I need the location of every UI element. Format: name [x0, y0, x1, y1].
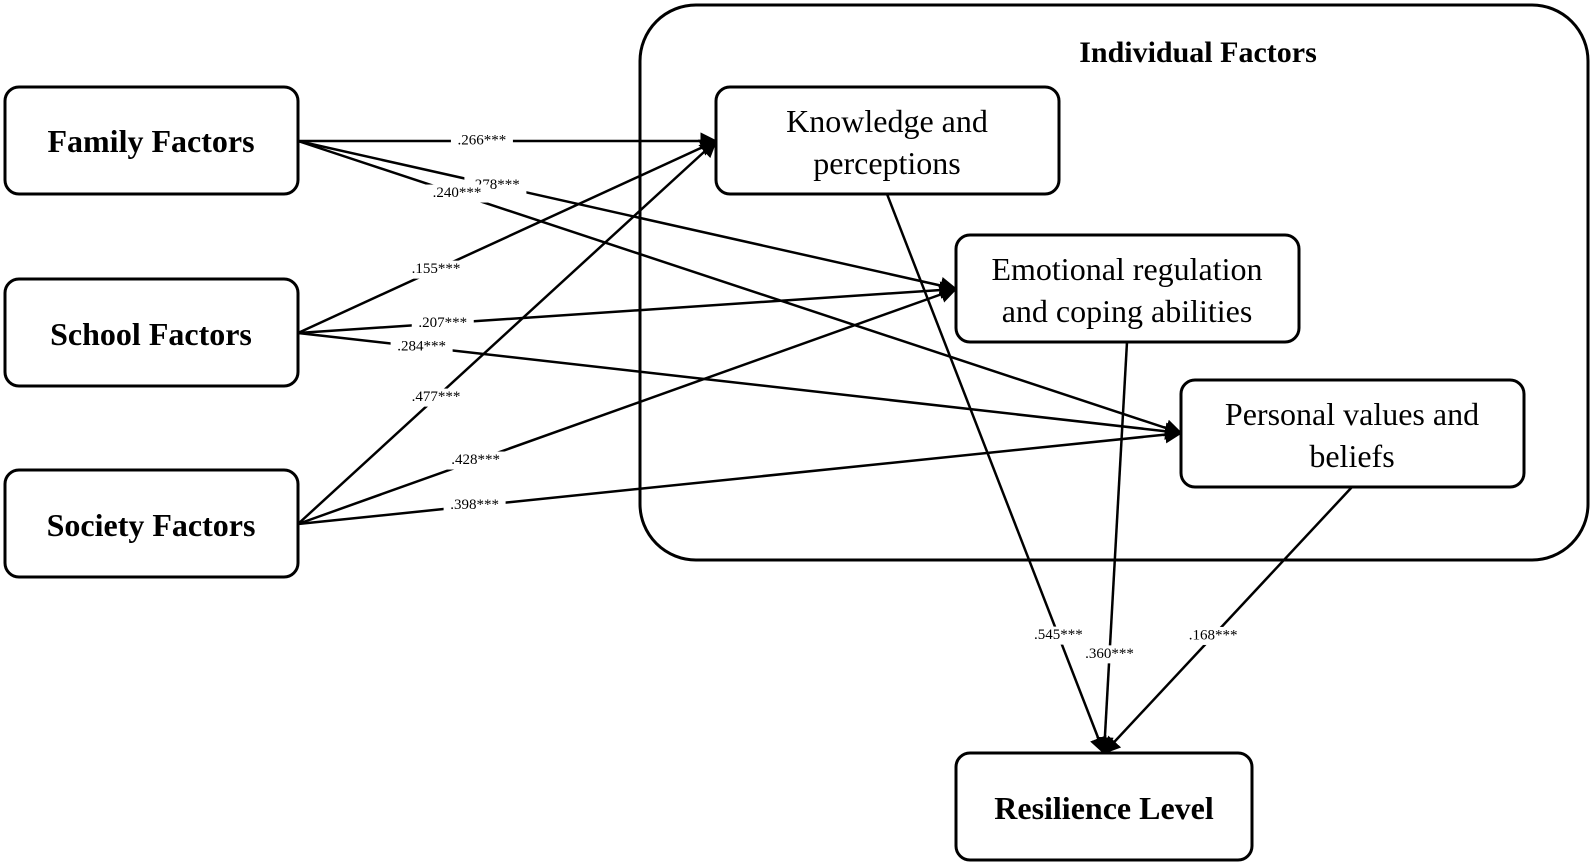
edge-label-knowledge-resilience: .545*** [1027, 626, 1090, 645]
edge-label-emotional-resilience: .360*** [1078, 645, 1141, 664]
edge-school-knowledge [297, 139, 718, 335]
node-values-label-line1: Personal values and [1225, 396, 1479, 432]
node-personal-values: Personal values and beliefs [1179, 378, 1526, 489]
edge-labels-layer: .266***.278***.240***.155***.207***.284*… [390, 132, 1245, 664]
edge-coefficient-school-knowledge: .155*** [412, 261, 461, 277]
node-family-label: Family Factors [47, 123, 254, 159]
node-resilience-label: Resilience Level [994, 790, 1214, 826]
node-values-label-line2: beliefs [1309, 438, 1394, 474]
edge-label-family-values: .240*** [425, 184, 488, 203]
node-school-label: School Factors [50, 316, 252, 352]
edge-school-emotional [297, 281, 958, 335]
edge-coefficient-society-values: .398*** [450, 497, 499, 513]
node-society-factors: Society Factors [3, 468, 300, 579]
node-emotional-label-line1: Emotional regulation [991, 251, 1262, 287]
edge-label-school-values: .284*** [390, 338, 453, 356]
node-emotional-regulation: Emotional regulation and coping abilitie… [954, 233, 1301, 344]
nodes-layer: Family Factors School Factors Society Fa… [3, 85, 1526, 862]
edge-label-values-resilience: .168*** [1182, 626, 1245, 645]
edge-label-society-knowledge: .477*** [404, 388, 467, 407]
node-emotional-label-line2: and coping abilities [1002, 293, 1253, 329]
edge-coefficient-school-values: .284*** [397, 338, 446, 354]
node-knowledge-perceptions: Knowledge and perceptions [714, 85, 1061, 196]
edge-society-emotional [297, 286, 958, 526]
node-school-factors: School Factors [3, 277, 300, 388]
edge-coefficient-family-knowledge: .266*** [458, 132, 507, 148]
node-family-factors: Family Factors [3, 85, 300, 196]
node-knowledge-label-line1: Knowledge and [786, 103, 988, 139]
individual-factors-title: Individual Factors [1079, 36, 1317, 69]
edge-knowledge-resilience [885, 193, 1107, 755]
edge-coefficient-family-values: .240*** [433, 185, 482, 201]
edge-label-family-knowledge: .266*** [450, 132, 513, 150]
edge-label-society-emotional: .428*** [444, 451, 507, 470]
edge-society-knowledge [297, 139, 718, 525]
edge-coefficient-knowledge-resilience: .545*** [1034, 627, 1083, 643]
edge-coefficient-values-resilience: .168*** [1189, 627, 1238, 643]
edge-emotional-resilience [1096, 341, 1129, 755]
edge-coefficient-school-emotional: .207*** [418, 315, 467, 331]
edge-coefficient-society-knowledge: .477*** [412, 389, 461, 405]
edge-values-resilience [1102, 486, 1353, 755]
edge-label-school-emotional: .207*** [411, 314, 474, 333]
node-knowledge-label-line2: perceptions [813, 145, 961, 181]
edge-family-emotional [297, 139, 958, 295]
edge-label-school-knowledge: .155*** [404, 260, 467, 279]
node-resilience-level: Resilience Level [954, 751, 1254, 862]
edge-coefficient-emotional-resilience: .360*** [1085, 646, 1134, 662]
edge-label-society-values: .398*** [443, 496, 506, 515]
node-society-label: Society Factors [47, 507, 256, 543]
edge-society-values [297, 425, 1183, 526]
edge-coefficient-society-emotional: .428*** [451, 452, 500, 468]
